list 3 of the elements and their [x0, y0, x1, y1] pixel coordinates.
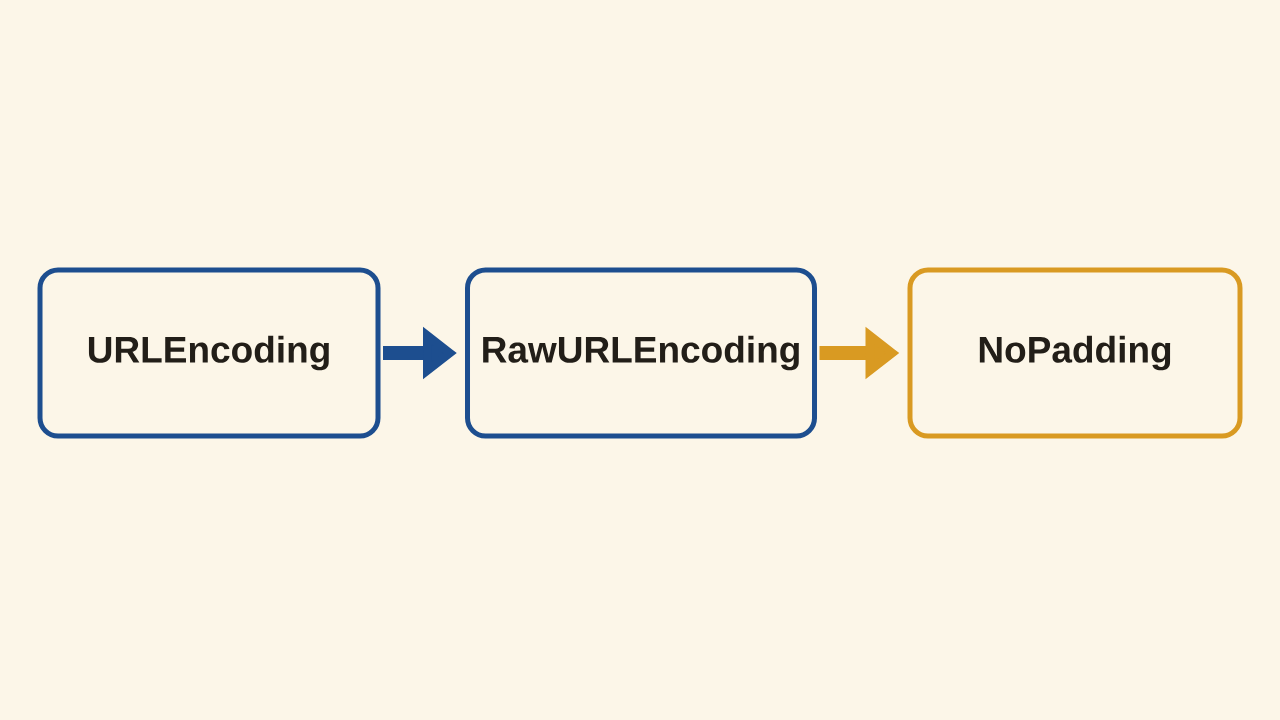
process-box: RawURLEncoding: [465, 267, 817, 439]
process-box: NoPadding: [907, 267, 1243, 439]
process-box: URLEncoding: [37, 267, 381, 439]
